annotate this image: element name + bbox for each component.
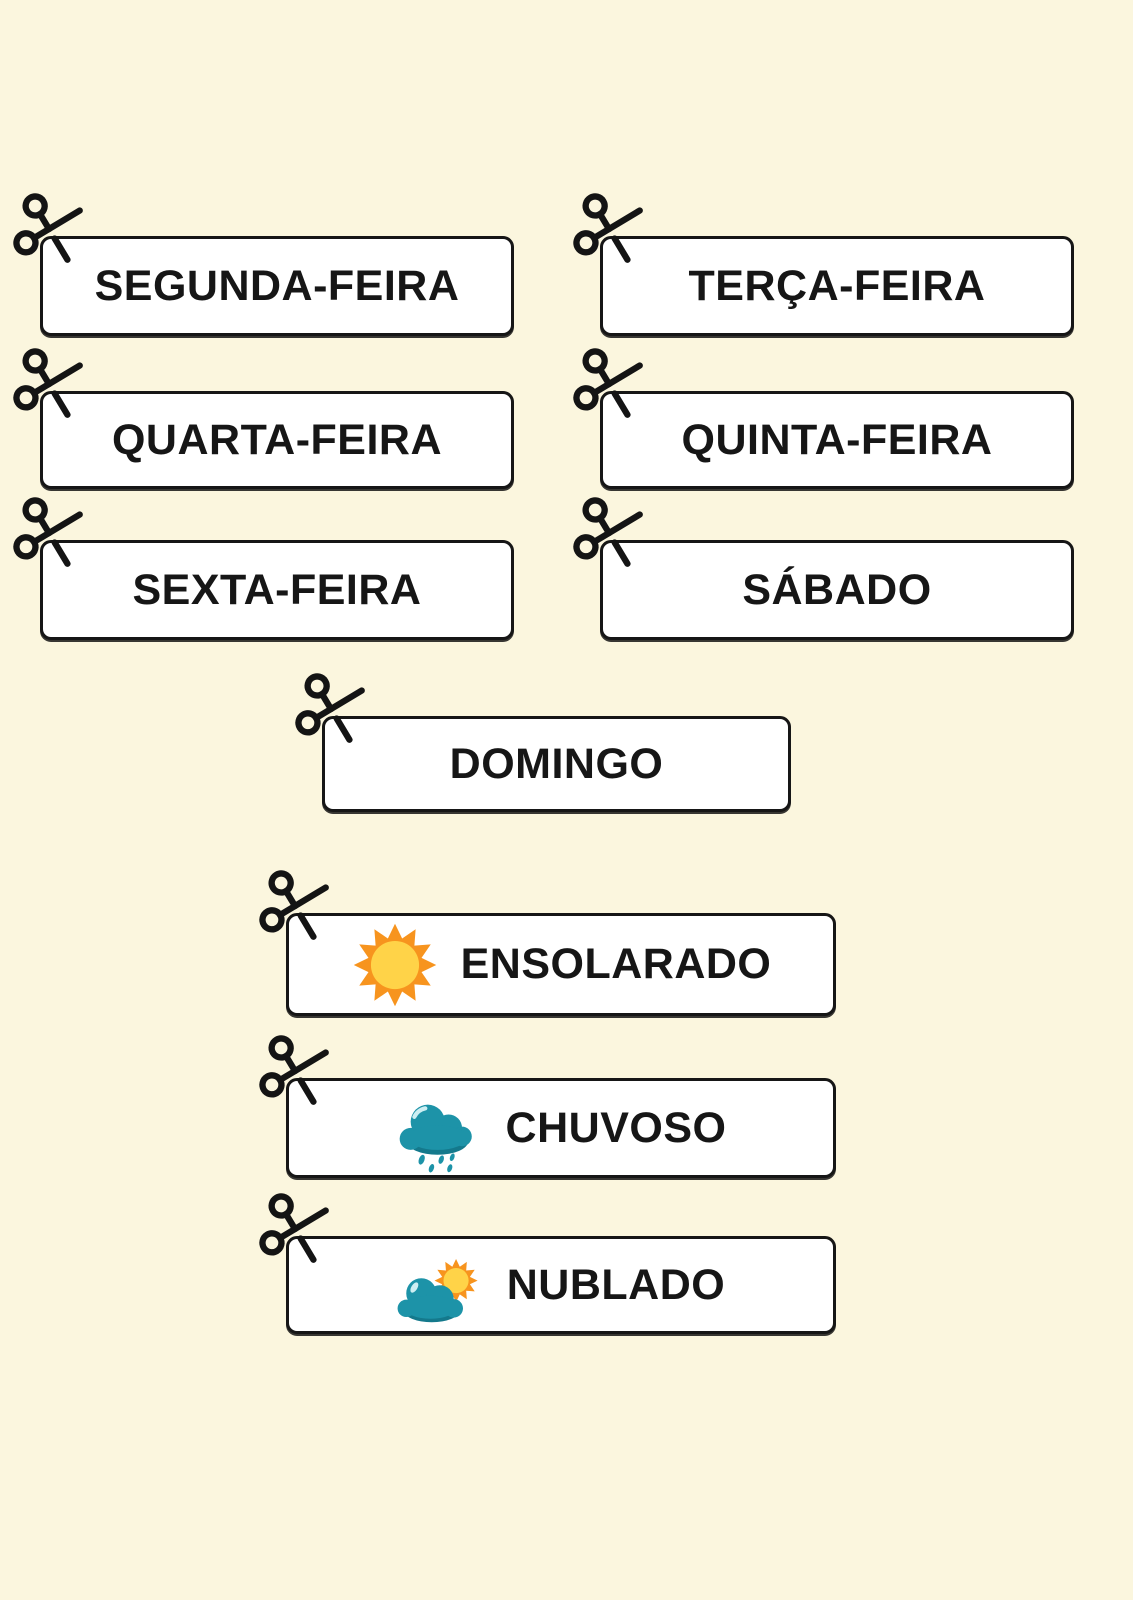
cutout-card-quarta-feira: QUARTA-FEIRA [13, 348, 514, 489]
sun-behind-cloud-icon [397, 1241, 485, 1329]
card-label: SEXTA-FEIRA [132, 565, 422, 614]
scissors-icon [249, 1183, 341, 1275]
scissors-icon [563, 487, 655, 579]
scissors-icon [563, 183, 655, 275]
card-label: TERÇA-FEIRA [688, 261, 986, 310]
sun-icon [351, 921, 439, 1009]
card-label: SEGUNDA-FEIRA [94, 261, 460, 310]
card-label: QUARTA-FEIRA [111, 415, 443, 464]
cutout-card-domingo: DOMINGO [295, 673, 791, 812]
scissors-icon [563, 338, 655, 430]
scissors-icon [3, 338, 95, 430]
scissors-icon [249, 1025, 341, 1117]
card-label: QUINTA-FEIRA [681, 415, 993, 464]
cutout-card-sabado: SÁBADO [573, 497, 1074, 640]
scissors-icon [3, 183, 95, 275]
cutout-card-ensolarado: ENSOLARADO [259, 870, 836, 1016]
cutout-card-quinta-feira: QUINTA-FEIRA [573, 348, 1074, 489]
cutout-card-chuvoso: CHUVOSO [259, 1035, 836, 1178]
card-label: DOMINGO [449, 739, 664, 788]
card-label: NUBLADO [506, 1260, 726, 1309]
cutout-card-terca-feira: TERÇA-FEIRA [573, 193, 1074, 336]
scissors-icon [285, 663, 377, 755]
scissors-icon [249, 860, 341, 952]
card-label: SÁBADO [742, 565, 932, 614]
scissors-icon [3, 487, 95, 579]
cutout-card-nublado: NUBLADO [259, 1193, 836, 1334]
card-label: ENSOLARADO [460, 940, 772, 988]
cutout-card-sexta-feira: SEXTA-FEIRA [13, 497, 514, 640]
cutout-card-segunda-feira: SEGUNDA-FEIRA [13, 193, 514, 336]
card-label: CHUVOSO [505, 1103, 727, 1152]
rain-cloud-icon [396, 1084, 484, 1173]
